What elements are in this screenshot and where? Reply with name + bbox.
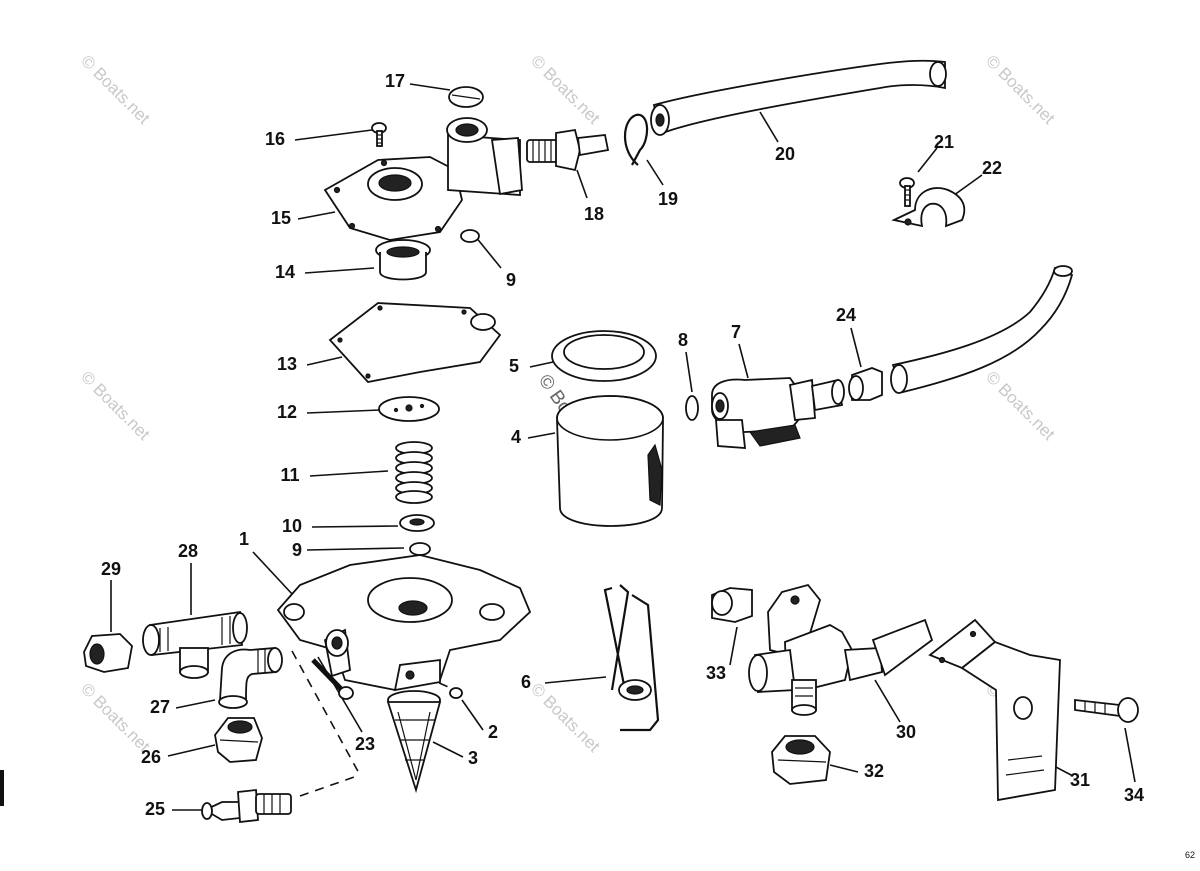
callout-label: 22 bbox=[982, 158, 1002, 178]
part-23-screw bbox=[311, 658, 354, 700]
callout-label: 2 bbox=[488, 722, 498, 742]
part-24-sleeve bbox=[848, 367, 883, 401]
callout-label: 23 bbox=[355, 734, 375, 754]
callout-label: 3 bbox=[468, 748, 478, 768]
part-29-nut bbox=[83, 633, 133, 673]
part-2-check-ball bbox=[449, 687, 463, 699]
watermark: © Boats.net bbox=[77, 51, 154, 128]
part-33-sleeve bbox=[711, 587, 753, 623]
watermark: © Boats.net bbox=[527, 679, 604, 756]
callout-labels: 1234567899101112131415161718192021222324… bbox=[101, 71, 1144, 819]
callout-label: 13 bbox=[277, 354, 297, 374]
part-19-hose-clip bbox=[624, 113, 649, 166]
part-34-screw bbox=[1074, 697, 1139, 723]
part-5-seal-ring bbox=[551, 330, 657, 382]
part-8-o-ring bbox=[685, 395, 699, 421]
watermark: © Boats.net bbox=[527, 51, 604, 128]
part-12-diaphragm-plate bbox=[378, 396, 440, 422]
callout-label: 19 bbox=[658, 189, 678, 209]
part-1-pump-body bbox=[276, 554, 532, 692]
part-18-fitting bbox=[526, 128, 610, 172]
part-32-nut bbox=[771, 735, 831, 785]
callout-label: 26 bbox=[141, 747, 161, 767]
part-15-pump-cover bbox=[323, 117, 523, 241]
leader-lines bbox=[110, 83, 1136, 811]
callout-label: 21 bbox=[934, 132, 954, 152]
part-17-plug bbox=[448, 86, 484, 108]
part-16-screw bbox=[371, 122, 387, 147]
callout-label: 11 bbox=[280, 465, 299, 485]
callout-label: 31 bbox=[1070, 770, 1090, 790]
callout-label: 25 bbox=[145, 799, 165, 819]
callout-label: 18 bbox=[584, 204, 604, 224]
part-13-diaphragm-gasket bbox=[328, 302, 502, 383]
fuel-hose-upper-right bbox=[890, 265, 1074, 394]
part-31-bracket bbox=[928, 618, 1061, 802]
callout-label: 30 bbox=[896, 722, 916, 742]
callout-label: 33 bbox=[706, 663, 726, 683]
page-number: 62 bbox=[1185, 850, 1195, 860]
callout-label: 9 bbox=[506, 270, 516, 290]
callout-label: 12 bbox=[277, 402, 297, 422]
callout-label: 9 bbox=[292, 540, 302, 560]
watermark: © Boats.net bbox=[982, 51, 1059, 128]
callout-label: 24 bbox=[836, 305, 856, 325]
callout-label: 4 bbox=[511, 427, 521, 447]
callout-label: 20 bbox=[775, 144, 795, 164]
callout-label: 27 bbox=[150, 697, 170, 717]
callout-label: 32 bbox=[864, 761, 884, 781]
watermark: © Boats.net bbox=[982, 367, 1059, 444]
part-9-check-ball bbox=[460, 229, 480, 243]
part-26-nut bbox=[214, 717, 263, 763]
part-27-elbow-fitting bbox=[218, 647, 283, 709]
part-21-screw bbox=[899, 177, 915, 207]
callout-label: 15 bbox=[271, 208, 291, 228]
callout-label: 17 bbox=[385, 71, 405, 91]
callout-label: 1 bbox=[239, 529, 249, 549]
part-4-filter-bowl bbox=[556, 395, 664, 527]
watermark: © Boats.net bbox=[77, 367, 154, 444]
part-7-fuel-connector bbox=[711, 377, 845, 449]
part-9-check-ball bbox=[409, 542, 431, 556]
part-14-bushing bbox=[375, 239, 431, 281]
part-28-tee-fitting bbox=[142, 610, 248, 679]
callout-label: 7 bbox=[731, 322, 741, 342]
callout-label: 6 bbox=[521, 672, 531, 692]
part-6-spring-clip bbox=[603, 584, 660, 732]
callout-label: 14 bbox=[275, 262, 295, 282]
part-25-hose-fitting bbox=[201, 789, 292, 823]
part-22-hose-clamp bbox=[891, 187, 966, 228]
callout-label: 5 bbox=[509, 356, 519, 376]
callout-label: 29 bbox=[101, 559, 121, 579]
callout-label: 16 bbox=[265, 129, 285, 149]
part-3-filter-screen bbox=[386, 690, 442, 794]
callout-label: 28 bbox=[178, 541, 198, 561]
part-20-fuel-hose bbox=[650, 59, 947, 136]
callout-label: 8 bbox=[678, 330, 688, 350]
callout-label: 10 bbox=[282, 516, 302, 536]
part-10-valve-retainer bbox=[399, 514, 435, 532]
part-11-spring bbox=[395, 441, 433, 504]
scan-edge-mark bbox=[0, 770, 4, 806]
watermark: © Boats.net bbox=[77, 679, 154, 756]
callout-label: 34 bbox=[1124, 785, 1144, 805]
part-30-shutoff-valve bbox=[748, 583, 934, 716]
